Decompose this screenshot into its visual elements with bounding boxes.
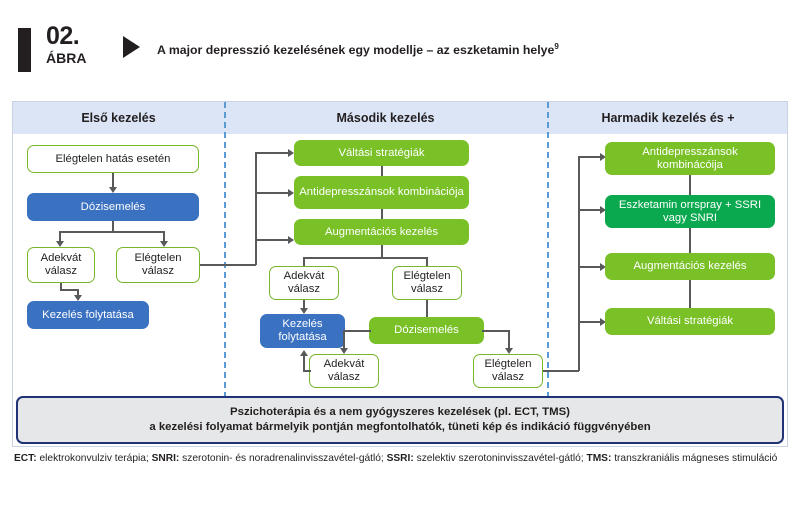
arrow-col1-3 bbox=[160, 241, 168, 247]
connector-col2-5 bbox=[303, 300, 305, 310]
arrow-col3-2 bbox=[600, 206, 606, 214]
connector-col2-branch-1 bbox=[255, 152, 290, 154]
connector-col2-to-col3-v bbox=[578, 156, 580, 371]
node-col1-insufficient-effect[interactable]: Elégtelen hatás esetén bbox=[27, 145, 199, 173]
connector-col3-branch-1 bbox=[578, 156, 602, 158]
footnote-ect-value: elektrokonvulziv terápia; bbox=[36, 453, 152, 464]
arrow-col1-4 bbox=[74, 295, 82, 301]
column-header-first: Első kezelés bbox=[81, 111, 156, 125]
node-col1-insufficient-response[interactable]: Elégtelen válasz bbox=[116, 247, 200, 283]
connector-col2-7 bbox=[343, 330, 371, 332]
column-header-band bbox=[13, 102, 787, 134]
banner-line-2: a kezelési folyamat bármelyik pontján me… bbox=[149, 421, 651, 433]
connector-col3-spine-2 bbox=[689, 228, 691, 253]
connector-col1-3 bbox=[59, 231, 164, 233]
arrow-col1-2 bbox=[56, 241, 64, 247]
connector-col2-6 bbox=[426, 300, 428, 318]
connector-col2-11 bbox=[303, 370, 311, 372]
figure-accent-bar bbox=[18, 28, 31, 72]
arrow-col2-5 bbox=[340, 348, 348, 354]
connector-col2-to-col3-h bbox=[543, 370, 579, 372]
node-col2-switching-strategies[interactable]: Váltási stratégiák bbox=[294, 140, 469, 166]
connector-col3-branch-4 bbox=[578, 321, 602, 323]
arrow-col1-1 bbox=[109, 187, 117, 193]
figure-sublabel: ÁBRA bbox=[46, 50, 87, 66]
arrow-col2-1 bbox=[288, 149, 294, 157]
arrow-col2-3 bbox=[288, 236, 294, 244]
connector-col1-6 bbox=[60, 283, 62, 290]
figure-header: 02. ÁBRA A major depresszió kezelésének … bbox=[18, 24, 778, 74]
connector-col2-branch-3 bbox=[255, 239, 290, 241]
connector-col2-8 bbox=[343, 330, 345, 350]
footnote-ssri-value: szelektiv szerotoninvisszavétel-gátló; bbox=[413, 453, 587, 464]
connector-col2-12 bbox=[303, 356, 305, 371]
node-col1-dose-increase[interactable]: Dózisemelés bbox=[27, 193, 199, 221]
connector-col1-5 bbox=[163, 231, 165, 243]
connector-col1-4 bbox=[59, 231, 61, 243]
connector-col2-9 bbox=[482, 330, 510, 332]
column-divider-2 bbox=[547, 102, 549, 398]
node-col3-augmentation-treatment[interactable]: Augmentációs kezelés bbox=[605, 253, 775, 280]
page-title: A major depresszió kezelésének egy model… bbox=[157, 42, 559, 57]
connector-col1-to-col2-v bbox=[255, 152, 257, 265]
figure-number: 02. bbox=[46, 22, 80, 50]
connector-col3-spine-1 bbox=[689, 175, 691, 195]
footnote-snri-key: SNRI: bbox=[151, 453, 180, 464]
connector-col2-4 bbox=[426, 257, 428, 267]
footnote-tms-key: TMS: bbox=[586, 453, 612, 464]
connector-col2-1 bbox=[381, 245, 383, 258]
connector-col2-spine-1 bbox=[381, 166, 383, 176]
arrow-col2-4 bbox=[300, 308, 308, 314]
connector-col3-branch-2 bbox=[578, 209, 602, 211]
node-col2-insufficient-response[interactable]: Elégtelen válasz bbox=[392, 266, 462, 300]
connector-col3-branch-3 bbox=[578, 266, 602, 268]
connector-col1-1 bbox=[112, 173, 114, 190]
node-col1-continue-treatment[interactable]: Kezelés folytatása bbox=[27, 301, 149, 329]
connector-col2-2 bbox=[303, 257, 427, 259]
node-col2-dose-increase[interactable]: Dózisemelés bbox=[369, 317, 484, 344]
connector-col2-spine-2 bbox=[381, 209, 383, 219]
footnote-ect-key: ECT: bbox=[14, 453, 37, 464]
arrow-col3-1 bbox=[600, 153, 606, 161]
footnote-ssri-key: SSRI: bbox=[386, 453, 414, 464]
column-divider-1 bbox=[224, 102, 226, 398]
node-col2-adequate-response[interactable]: Adekvát válasz bbox=[269, 266, 339, 300]
arrow-col2-6 bbox=[505, 348, 513, 354]
node-col2-adequate-response-2[interactable]: Adekvát válasz bbox=[309, 354, 379, 388]
figure-title-text: A major depresszió kezelésének egy model… bbox=[157, 43, 555, 58]
connector-col3-spine-3 bbox=[689, 280, 691, 308]
diagram-panel: Első kezelés Második kezelés Harmadik ke… bbox=[12, 101, 788, 447]
psychotherapy-banner: Pszichoterápia és a nem gyógyszeres keze… bbox=[16, 396, 784, 444]
connector-col2-branch-2 bbox=[255, 192, 290, 194]
banner-line-1: Pszichoterápia és a nem gyógyszeres keze… bbox=[230, 406, 570, 418]
triangle-icon bbox=[123, 36, 140, 58]
node-col1-adequate-response[interactable]: Adekvát válasz bbox=[27, 247, 95, 283]
column-header-second: Második kezelés bbox=[336, 111, 435, 125]
node-col2-insufficient-response-2[interactable]: Elégtelen válasz bbox=[473, 354, 543, 388]
node-col3-esketamine-nasal-spray[interactable]: Eszketamin orrspray + SSRI vagy SNRI bbox=[605, 195, 775, 228]
node-col3-antidepressant-combination[interactable]: Antidepresszánsok kombinácóija bbox=[605, 142, 775, 175]
connector-col2-10 bbox=[508, 330, 510, 350]
node-col2-continue-treatment[interactable]: Kezelés folytatása bbox=[260, 314, 345, 348]
arrow-col3-4 bbox=[600, 318, 606, 326]
connector-col1-8 bbox=[77, 289, 79, 297]
abbreviations-footnote: ECT: elektrokonvulziv terápia; SNRI: sze… bbox=[14, 452, 786, 466]
footnote-tms-value: transzkraniális mágneses stimuláció bbox=[611, 453, 778, 464]
connector-col2-3 bbox=[303, 257, 305, 267]
node-col2-augmentation-treatment[interactable]: Augmentációs kezelés bbox=[294, 219, 469, 245]
connector-col1-to-col2-h bbox=[200, 264, 256, 266]
arrow-col3-3 bbox=[600, 263, 606, 271]
connector-col1-2 bbox=[112, 221, 114, 232]
figure-title-superscript: 9 bbox=[554, 42, 559, 51]
arrow-col2-2 bbox=[288, 189, 294, 197]
node-col3-switching-strategies[interactable]: Váltási stratégiák bbox=[605, 308, 775, 335]
footnote-snri-value: szerotonin- és noradrenalinvisszavétel-g… bbox=[179, 453, 387, 464]
node-col2-antidepressant-combination[interactable]: Antidepresszánsok kombinációja bbox=[294, 176, 469, 209]
column-header-third: Harmadik kezelés és + bbox=[601, 111, 735, 125]
connector-col1-7 bbox=[60, 289, 78, 291]
arrow-col2-7 bbox=[300, 350, 308, 356]
